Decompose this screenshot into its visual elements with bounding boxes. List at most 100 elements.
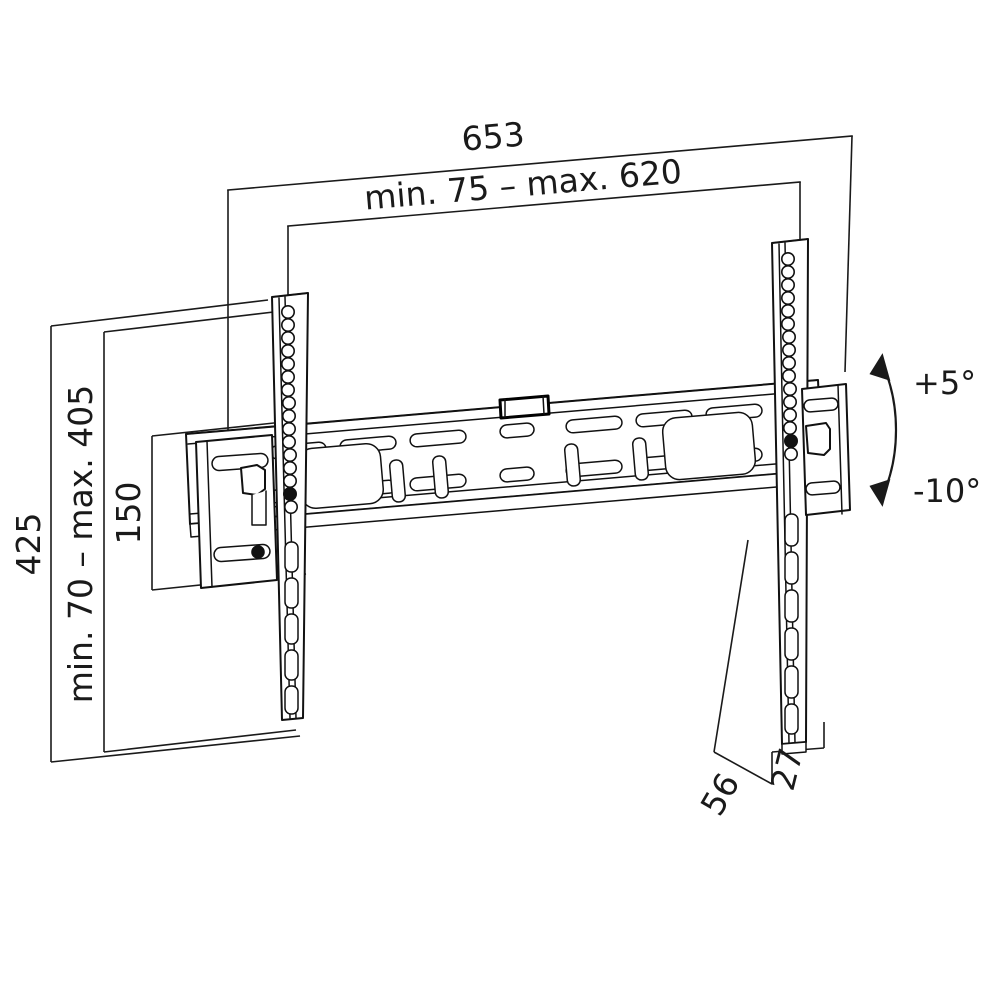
right-hole-4 [780, 290, 795, 305]
left-rail-top-cap [271, 292, 309, 298]
dim-line-56 [713, 751, 773, 785]
slot-top-4 [409, 429, 467, 448]
right-hole-8 [781, 342, 796, 357]
left-hole-11 [281, 434, 296, 449]
left-slot-4 [284, 649, 299, 681]
right-bracket-slot-bottom [805, 480, 841, 496]
left-rail-hole-column [280, 304, 298, 514]
right-hole-15 [783, 433, 798, 448]
right-rail-top-cap [771, 238, 809, 244]
right-slot-3 [784, 589, 799, 623]
slot-top-6 [565, 415, 623, 434]
left-slot-1 [284, 541, 299, 573]
label-depth-diagonal: 56 [693, 766, 748, 822]
rail-depth-extrusion [781, 741, 807, 755]
left-knob-shaft [251, 490, 267, 526]
left-tilt-bracket-edge [206, 440, 213, 588]
ext-line-653-right [844, 135, 853, 373]
right-hole-1 [780, 252, 795, 267]
label-tilt-up: +5° [913, 364, 976, 402]
left-slot-5 [284, 685, 299, 715]
left-hole-4 [280, 343, 295, 358]
center-tab [498, 394, 551, 420]
right-tilt-bracket [801, 383, 851, 516]
right-knob-body [805, 422, 831, 456]
right-slot-4 [784, 627, 799, 661]
left-knob-body [240, 464, 266, 496]
right-hole-9 [781, 355, 796, 370]
center-tab-body [498, 394, 551, 420]
left-hole-2 [280, 317, 295, 332]
left-tilt-knob [240, 464, 267, 526]
label-vesa-height: min. 70 – max. 405 [61, 385, 100, 704]
right-hole-5 [780, 303, 795, 318]
left-hole-5 [280, 356, 295, 371]
right-slot-5 [784, 665, 799, 699]
right-slot-6 [784, 703, 799, 735]
left-hole-15 [282, 486, 297, 501]
right-hole-10 [781, 368, 796, 383]
left-hole-9 [281, 408, 296, 423]
depth-extrusion-body [781, 741, 807, 755]
bracket-illustration [185, 238, 851, 755]
label-overall-height: 425 [9, 513, 48, 576]
right-slot-1 [784, 513, 799, 547]
slot-top-5 [499, 422, 535, 439]
right-rail-slot-column [784, 513, 799, 735]
left-bracket-bolt [251, 545, 265, 559]
label-overall-width: 653 [460, 114, 526, 158]
center-tab-edge-2 [542, 395, 545, 415]
right-hole-13 [782, 407, 797, 422]
right-slot-2 [784, 551, 799, 585]
left-hole-3 [280, 330, 295, 345]
label-plate-height: 150 [109, 482, 148, 545]
left-tilt-bracket [195, 434, 278, 589]
left-hole-14 [282, 473, 297, 488]
left-hole-16 [283, 499, 298, 514]
tilt-arc-indicator [869, 353, 898, 507]
tilt-arc-path [882, 367, 898, 493]
vslot-4 [631, 437, 650, 481]
ext-line-425-top [50, 299, 269, 327]
ext-line-vesa-height-top [103, 310, 283, 333]
vslot-2 [431, 455, 450, 499]
left-hole-8 [281, 395, 296, 410]
right-hole-2 [780, 264, 795, 279]
left-hole-1 [280, 304, 295, 319]
right-hole-7 [781, 329, 796, 344]
left-hole-13 [282, 460, 297, 475]
cutout-right [661, 411, 757, 481]
right-tilt-bracket-edge [837, 384, 843, 515]
right-hole-11 [782, 381, 797, 396]
right-hole-6 [780, 316, 795, 331]
ext-line-56-up [713, 539, 749, 753]
ext-line-425-bottom [50, 735, 301, 763]
vslot-1 [388, 459, 407, 503]
label-tilt-down: -10° [913, 472, 981, 510]
slot-bot-5 [499, 466, 535, 483]
right-vertical-rail [771, 238, 809, 745]
left-slot-2 [284, 577, 299, 609]
vslot-3 [563, 443, 582, 487]
middle-vertical-slots [388, 437, 650, 503]
right-hole-16 [783, 446, 798, 461]
tilt-arrow-up-head [869, 353, 891, 381]
left-hole-6 [280, 369, 295, 384]
left-rail-slot-column [284, 541, 299, 715]
label-vesa-width: min. 75 – max. 620 [363, 152, 684, 218]
left-hole-12 [282, 447, 297, 462]
ext-line-vesa-height-bottom [103, 729, 297, 753]
right-rail-hole-column [780, 252, 798, 461]
left-slot-3 [284, 613, 299, 645]
cutout-left [297, 443, 385, 509]
dim-line-653 [227, 135, 853, 191]
right-hole-12 [782, 394, 797, 409]
right-hole-14 [782, 420, 797, 435]
plate-cutouts [297, 411, 757, 509]
left-hole-7 [280, 382, 295, 397]
left-hole-10 [281, 421, 296, 436]
right-hole-3 [780, 277, 795, 292]
left-vertical-rail [271, 292, 309, 721]
